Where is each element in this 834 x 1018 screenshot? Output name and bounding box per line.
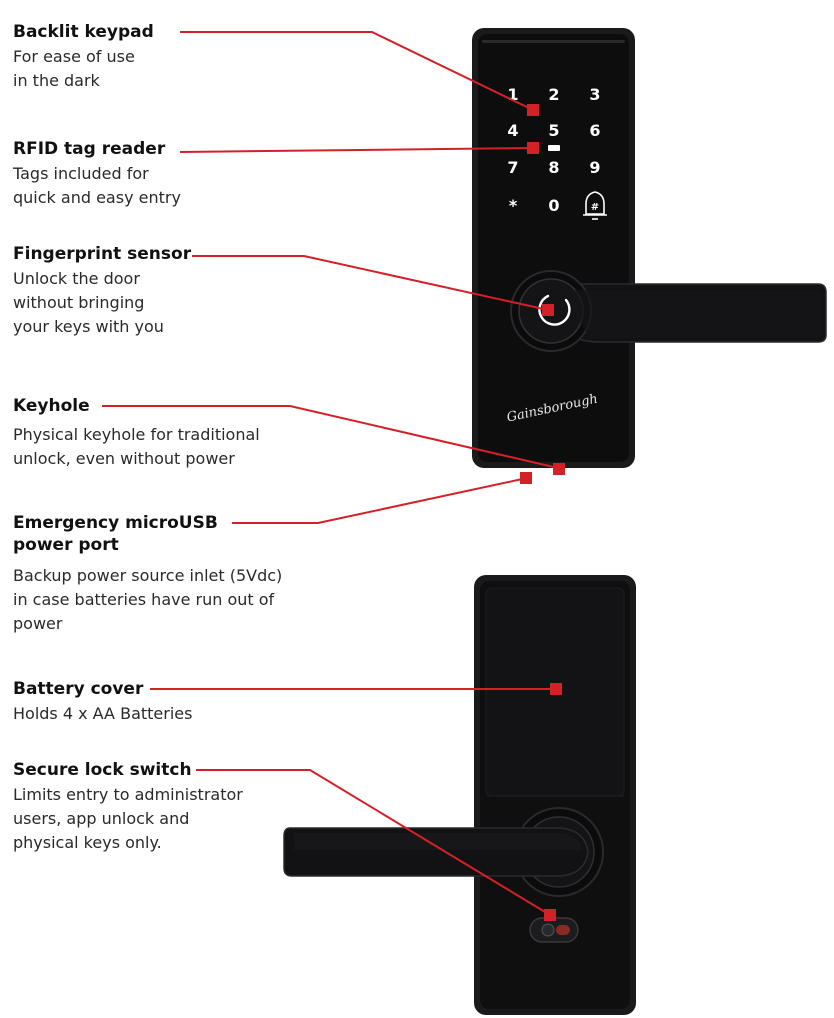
feature-microusb-port: Emergency microUSB power port Backup pow… bbox=[13, 512, 282, 636]
leader-microusb bbox=[232, 477, 528, 524]
doorbell-key-icon[interactable]: # bbox=[583, 191, 607, 220]
marker-lock-switch bbox=[544, 909, 556, 921]
leader-backlit-keypad bbox=[180, 31, 534, 111]
feature-title: Fingerprint sensor bbox=[13, 244, 192, 264]
feature-description: For ease of use in the dark bbox=[13, 47, 135, 90]
feature-title: Battery cover bbox=[13, 679, 144, 699]
fingerprint-sensor-icon[interactable] bbox=[538, 294, 571, 326]
secure-lock-switch[interactable] bbox=[529, 917, 579, 943]
keypad-key-hash: # bbox=[591, 202, 599, 213]
feature-description: Holds 4 x AA Batteries bbox=[13, 704, 193, 723]
feature-description: Physical keyhole for traditional unlock,… bbox=[13, 425, 260, 468]
feature-description: Unlock the door without bringing your ke… bbox=[13, 269, 164, 336]
keypad-key-8[interactable]: 8 bbox=[548, 158, 559, 177]
feature-backlit-keypad: Backlit keypad For ease of use in the da… bbox=[13, 21, 154, 93]
rear-handle bbox=[283, 807, 604, 897]
leader-keyhole bbox=[102, 405, 559, 469]
front-lock: 1 2 3 4 5 6 7 8 9 * 0 # bbox=[472, 28, 827, 468]
leader-lock-switch bbox=[196, 769, 551, 916]
marker-fingerprint bbox=[542, 304, 554, 316]
front-handle bbox=[510, 270, 827, 352]
marker-battery-cover bbox=[550, 683, 562, 695]
keypad-key-0[interactable]: 0 bbox=[548, 196, 559, 215]
keypad-key-7[interactable]: 7 bbox=[507, 158, 518, 177]
feature-description: Limits entry to administrator users, app… bbox=[13, 785, 243, 852]
marker-keyhole bbox=[553, 463, 565, 475]
keypad-key-4[interactable]: 4 bbox=[507, 121, 518, 140]
keypad-key-star[interactable]: * bbox=[509, 196, 518, 215]
marker-backlit-keypad bbox=[527, 104, 539, 116]
feature-description: Backup power source inlet (5Vdc) in case… bbox=[13, 566, 283, 633]
leader-markers bbox=[520, 104, 565, 921]
keypad-key-1[interactable]: 1 bbox=[507, 85, 518, 104]
keypad-key-3[interactable]: 3 bbox=[589, 85, 600, 104]
keypad-key-6[interactable]: 6 bbox=[589, 121, 600, 140]
feature-keyhole: Keyhole Physical keyhole for traditional… bbox=[13, 395, 260, 471]
keypad: 1 2 3 4 5 6 7 8 9 * 0 # bbox=[507, 85, 607, 220]
leader-fingerprint bbox=[192, 255, 549, 311]
rfid-indicator bbox=[548, 145, 560, 151]
leader-lines bbox=[102, 31, 559, 916]
feature-title: Keyhole bbox=[13, 396, 90, 416]
feature-title: Emergency microUSB power port bbox=[13, 513, 218, 555]
keypad-key-5[interactable]: 5 bbox=[548, 121, 559, 140]
feature-title: RFID tag reader bbox=[13, 139, 166, 159]
keypad-key-9[interactable]: 9 bbox=[589, 158, 600, 177]
feature-battery-cover: Battery cover Holds 4 x AA Batteries bbox=[13, 678, 192, 726]
leader-rfid bbox=[179, 147, 534, 153]
feature-rfid-reader: RFID tag reader Tags included for quick … bbox=[13, 138, 181, 210]
marker-rfid bbox=[527, 142, 539, 154]
feature-description: Tags included for quick and easy entry bbox=[13, 164, 181, 207]
keypad-key-2[interactable]: 2 bbox=[548, 85, 559, 104]
feature-fingerprint-sensor: Fingerprint sensor Unlock the door witho… bbox=[13, 243, 191, 339]
feature-title: Secure lock switch bbox=[13, 760, 192, 780]
rear-lock bbox=[283, 575, 636, 1015]
marker-microusb bbox=[520, 472, 532, 484]
feature-secure-lock-switch: Secure lock switch Limits entry to admin… bbox=[13, 759, 243, 855]
feature-title: Backlit keypad bbox=[13, 22, 154, 42]
